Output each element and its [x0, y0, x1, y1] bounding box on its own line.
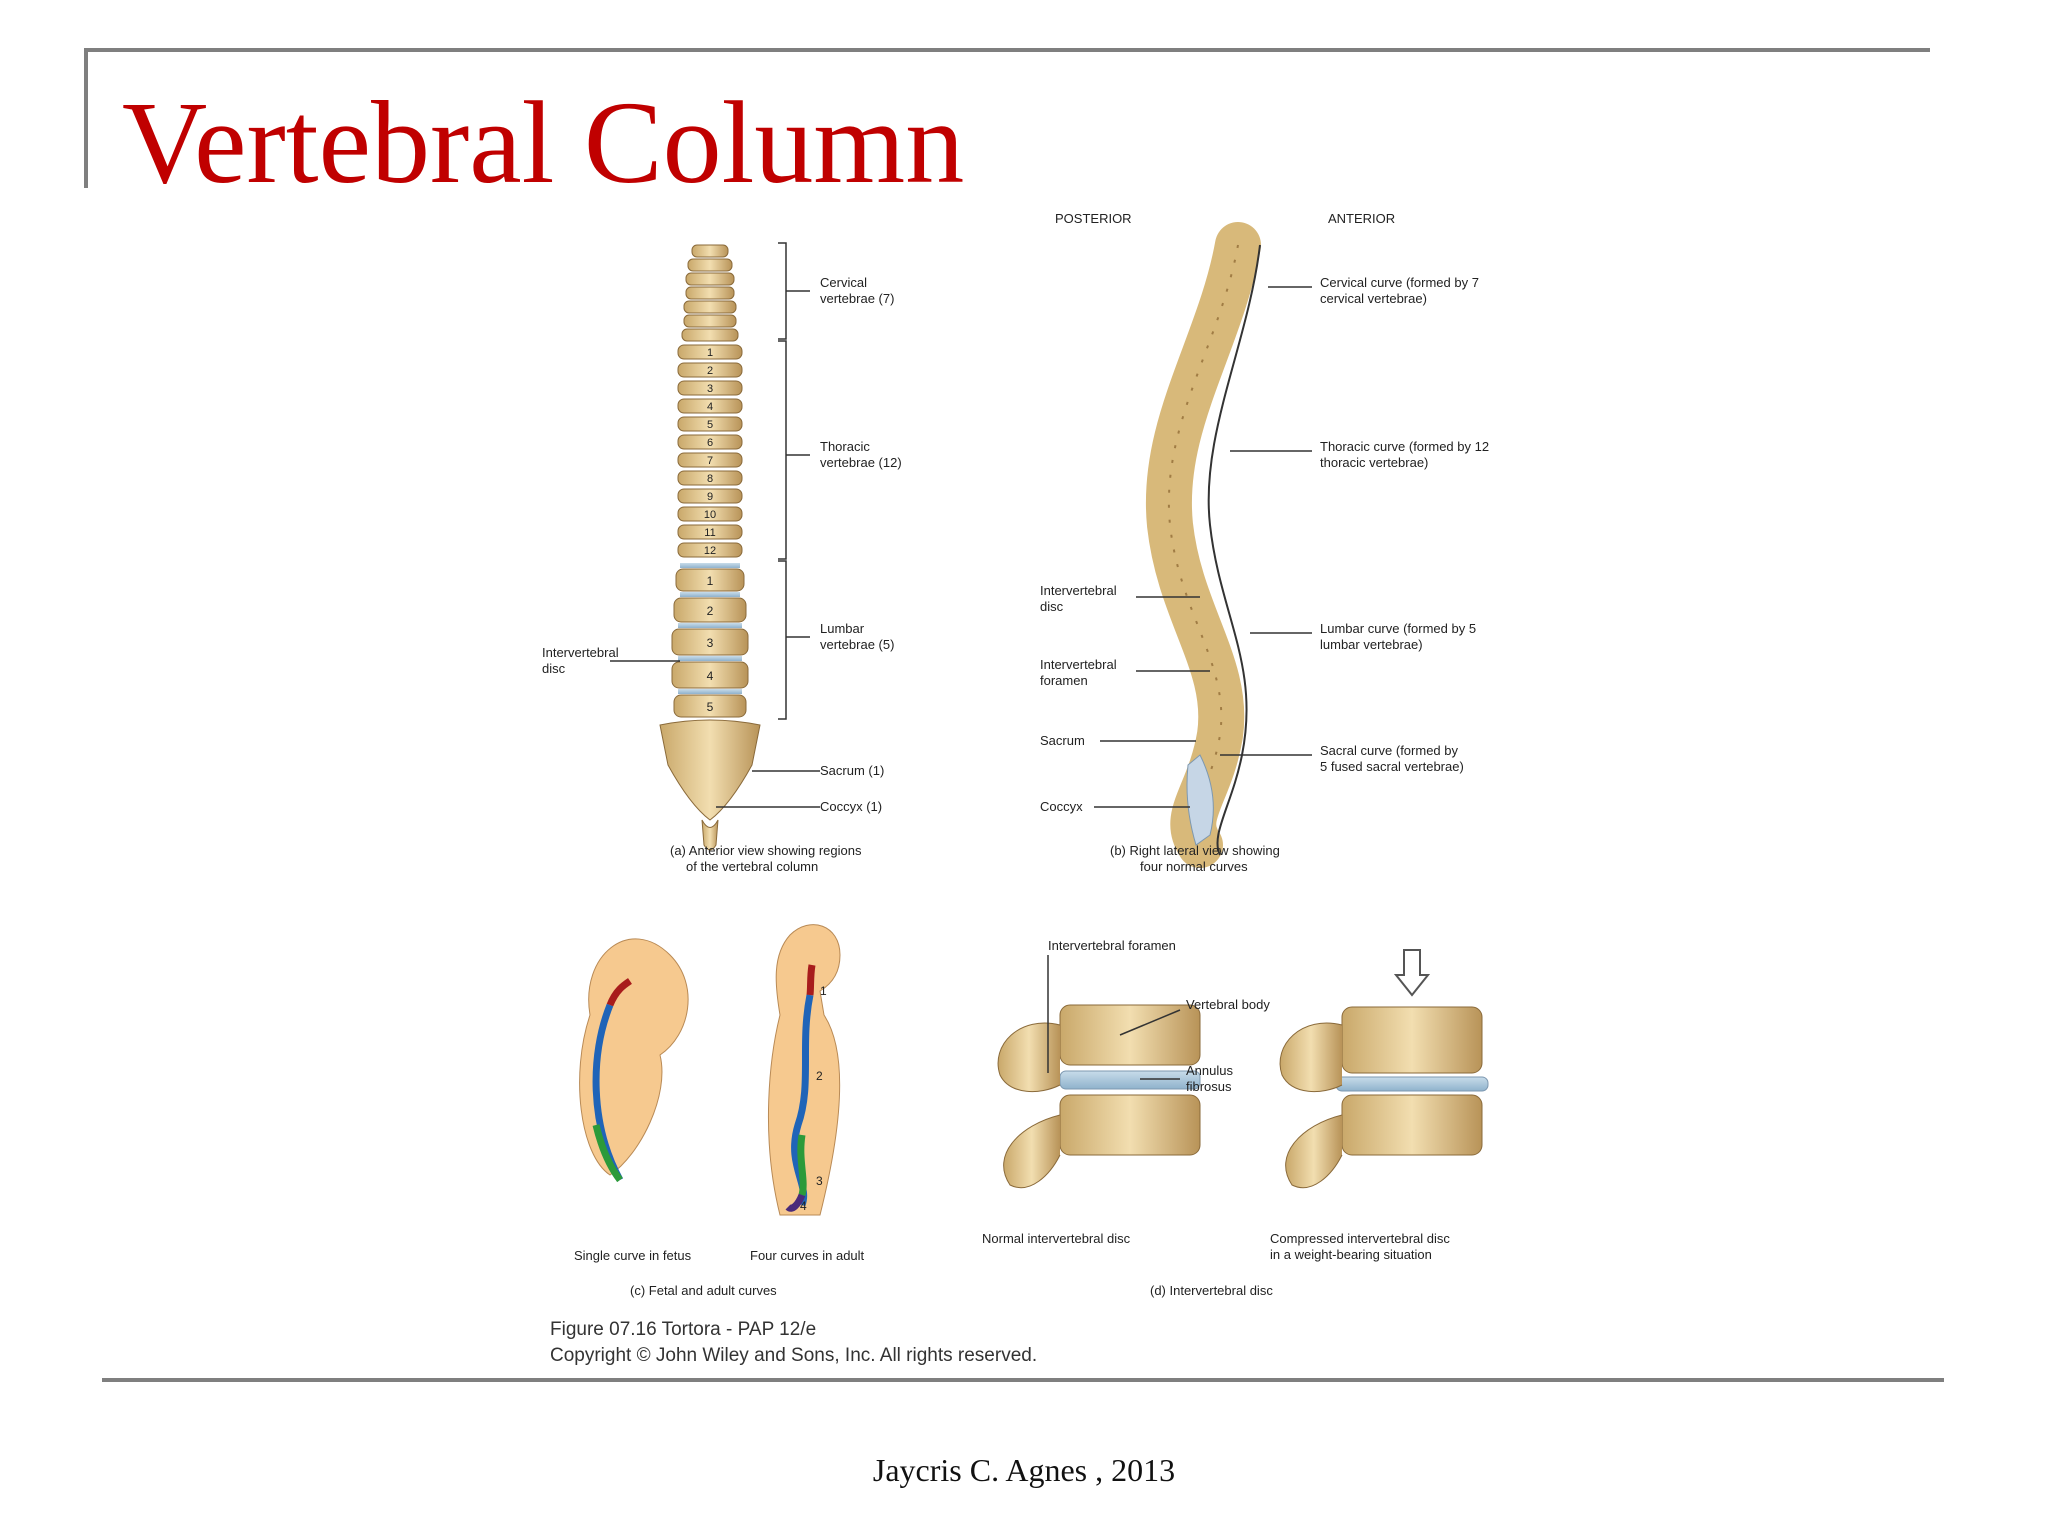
slide-frame-top — [84, 48, 1930, 52]
slide-frame-bottom — [102, 1378, 1944, 1382]
vertebral-body-label: Vertebral body — [1186, 997, 1270, 1012]
coccyx-label: Coccyx (1) — [820, 799, 882, 814]
lumbar-vertebrae-shapes — [671, 563, 749, 718]
adult-curve-number: 1 — [820, 984, 827, 998]
thoracic-number: 5 — [707, 419, 713, 431]
compressed-disc — [1335, 1076, 1489, 1092]
panel-a-brackets — [610, 242, 820, 808]
thoracic-label-line2: vertebrae (12) — [820, 455, 902, 470]
panel-b-caption-line1: (b) Right lateral view showing — [1110, 843, 1280, 858]
panel-c-caption: (c) Fetal and adult curves — [630, 1283, 777, 1298]
slide-frame-left — [84, 48, 88, 188]
lumbar-label-line2: vertebrae (5) — [820, 637, 894, 652]
fetus-label: Single curve in fetus — [574, 1248, 692, 1263]
adult-label: Four curves in adult — [750, 1248, 865, 1263]
compressed-vertebral-body-upper — [1341, 1006, 1483, 1074]
foramen-label-b-line2: foramen — [1040, 673, 1088, 688]
normal-disc-label: Normal intervertebral disc — [982, 1231, 1131, 1246]
cervical-curve-line1: Cervical curve (formed by 7 — [1320, 275, 1479, 290]
thoracic-curve-line2: thoracic vertebrae) — [1320, 455, 1428, 470]
disc-label-a-line1: Intervertebral — [542, 645, 619, 660]
compression-arrow-icon — [1393, 949, 1431, 997]
thoracic-number: 6 — [707, 437, 713, 449]
compressed-disc-label-line1: Compressed intervertebral disc — [1270, 1231, 1450, 1246]
adult-curve-number: 2 — [816, 1069, 823, 1083]
thoracic-number: 1 — [707, 347, 713, 359]
panel-d-caption: (d) Intervertebral disc — [1150, 1283, 1273, 1298]
anterior-label: ANTERIOR — [1328, 211, 1395, 226]
adult-curve-number: 3 — [816, 1174, 823, 1188]
sacral-curve-line1: Sacral curve (formed by — [1320, 743, 1458, 758]
lumbar-label-line1: Lumbar — [820, 621, 865, 636]
annulus-label-line1: Annulus — [1186, 1063, 1233, 1078]
lateral-curve-outline — [1207, 244, 1261, 856]
panel-b-lateral-view: POSTERIOR ANTERIOR Cervical curve (forme… — [1040, 211, 1489, 874]
panel-b-leaders — [1094, 286, 1312, 808]
figure-credit: Figure 07.16 Tortora - PAP 12/e Copyrigh… — [550, 1317, 1037, 1368]
normal-disc — [1059, 1070, 1201, 1090]
lumbar-curve-line1: Lumbar curve (formed by 5 — [1320, 621, 1476, 636]
coccyx-shape — [701, 819, 719, 851]
figure-credit-line2: Copyright © John Wiley and Sons, Inc. Al… — [550, 1344, 1038, 1366]
vertebral-column-figure: 1 2 3 4 5 6 7 8 9 10 11 12 1 — [520, 195, 1520, 1375]
foramen-label-d: Intervertebral foramen — [1048, 938, 1176, 953]
disc-label-b-line2: disc — [1040, 599, 1064, 614]
thoracic-curve-line1: Thoracic curve (formed by 12 — [1320, 439, 1489, 454]
panel-d-leaders — [1047, 955, 1181, 1080]
panel-d-intervertebral-disc: Intervertebral foramen Vertebral body An… — [982, 938, 1489, 1298]
coccyx-label-b: Coccyx — [1040, 799, 1083, 814]
lumbar-number: 2 — [707, 604, 714, 618]
panel-a-caption-line1: (a) Anterior view showing regions — [670, 843, 862, 858]
fetus-silhouette — [579, 938, 689, 1176]
lumbar-curve-line2: lumbar vertebrae) — [1320, 637, 1423, 652]
normal-vertebral-body-lower — [1059, 1094, 1201, 1156]
panel-a-caption-line2: of the vertebral column — [686, 859, 818, 874]
disc-label-a-line2: disc — [542, 661, 566, 676]
figure-credit-line1: Figure 07.16 Tortora - PAP 12/e — [550, 1319, 817, 1340]
sacral-curve-line2: 5 fused sacral vertebrae) — [1320, 759, 1464, 774]
lumbar-number: 4 — [707, 669, 714, 683]
thoracic-vertebrae-shapes — [677, 344, 743, 558]
cervical-curve-line2: cervical vertebrae) — [1320, 291, 1427, 306]
annulus-label-line2: fibrosus — [1186, 1079, 1232, 1094]
adult-curve-number: 4 — [800, 1199, 807, 1213]
disc-label-b-line1: Intervertebral — [1040, 583, 1117, 598]
panel-b-caption-line2: four normal curves — [1140, 859, 1248, 874]
thoracic-label-line1: Thoracic — [820, 439, 870, 454]
panel-c-fetal-adult-curves: 1 2 3 4 Single curve in fetus Four curve… — [574, 924, 865, 1298]
foramen-label-b-line1: Intervertebral — [1040, 657, 1117, 672]
lumbar-number: 5 — [707, 700, 714, 714]
thoracic-number: 7 — [707, 455, 713, 467]
sacrum-shape — [659, 719, 761, 821]
figure-svg: 1 2 3 4 5 6 7 8 9 10 11 12 1 — [542, 211, 1489, 1298]
lumbar-number-labels: 1 2 3 4 5 — [707, 574, 714, 714]
thoracic-number: 4 — [707, 401, 713, 413]
lateral-sacrum-shape — [1186, 754, 1214, 846]
thoracic-number: 2 — [707, 365, 713, 377]
thoracic-number: 9 — [707, 491, 713, 503]
posterior-label: POSTERIOR — [1055, 211, 1132, 226]
compressed-vertebral-body-lower — [1341, 1094, 1483, 1156]
compressed-disc-label-line2: in a weight-bearing situation — [1270, 1247, 1432, 1262]
cervical-label-line2: vertebrae (7) — [820, 291, 894, 306]
lumbar-number: 1 — [707, 574, 714, 588]
sacrum-label-b: Sacrum — [1040, 733, 1085, 748]
thoracic-number: 10 — [704, 509, 716, 521]
cervical-label-line1: Cervical — [820, 275, 867, 290]
thoracic-number: 8 — [707, 473, 713, 485]
panel-a-anterior-view: 1 2 3 4 5 6 7 8 9 10 11 12 1 — [542, 242, 902, 874]
thoracic-number: 3 — [707, 383, 713, 395]
cervical-vertebrae-shapes — [681, 244, 739, 342]
sacrum-label: Sacrum (1) — [820, 763, 884, 778]
lumbar-number: 3 — [707, 636, 714, 650]
thoracic-number-labels: 1 2 3 4 5 6 7 8 9 10 11 12 — [704, 347, 716, 557]
thoracic-number: 12 — [704, 545, 716, 557]
slide-title: Vertebral Column — [122, 77, 965, 208]
slide-footer: Jaycris C. Agnes , 2013 — [872, 1452, 1176, 1488]
thoracic-number: 11 — [704, 527, 715, 539]
normal-vertebral-body-upper — [1059, 1004, 1201, 1066]
